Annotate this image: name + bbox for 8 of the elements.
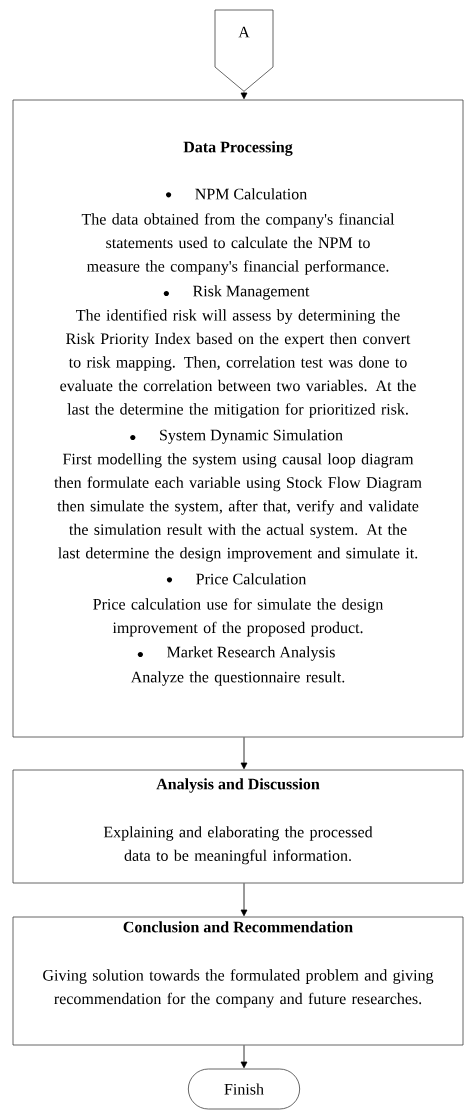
arrow (240, 883, 248, 917)
process-box: Conclusion and Recommendation Giving solution towards the formulated problem and giving recommendation for the company and future researches. (12, 916, 464, 1046)
arrow (240, 737, 248, 770)
arrow (240, 91, 248, 100)
arrow (240, 1045, 248, 1069)
process-box: Analysis and Discussion Explaining and elaborating the processed data to be meaningful information. (12, 769, 464, 884)
off-page-connector: A (214, 9, 274, 92)
process-box: Data Processing NPM Calculation The data obtained from the company's financial statements used to calculate the NPM to measure the company's financial performance. Risk Management The identified risk will assess by determining the Risk Priority Index based on the expert then convert to risk mapping. Then, correlation test was done to evaluate the correlation between two variables. At the last the determine the mitigation for prioritized risk. System Dynamic Simulation First modelling the system using causal loop diagram then formulate each variable using Stock Flow Diagram then simulate the system, after that, verify and validate the simulation result with the actual system. At the last determine the design improvement and simulate it. Price Calculation Price calculation use for simulate the design improvement of the proposed product. Market Research Analysis Analyze the questionnaire result. (12, 99, 464, 738)
